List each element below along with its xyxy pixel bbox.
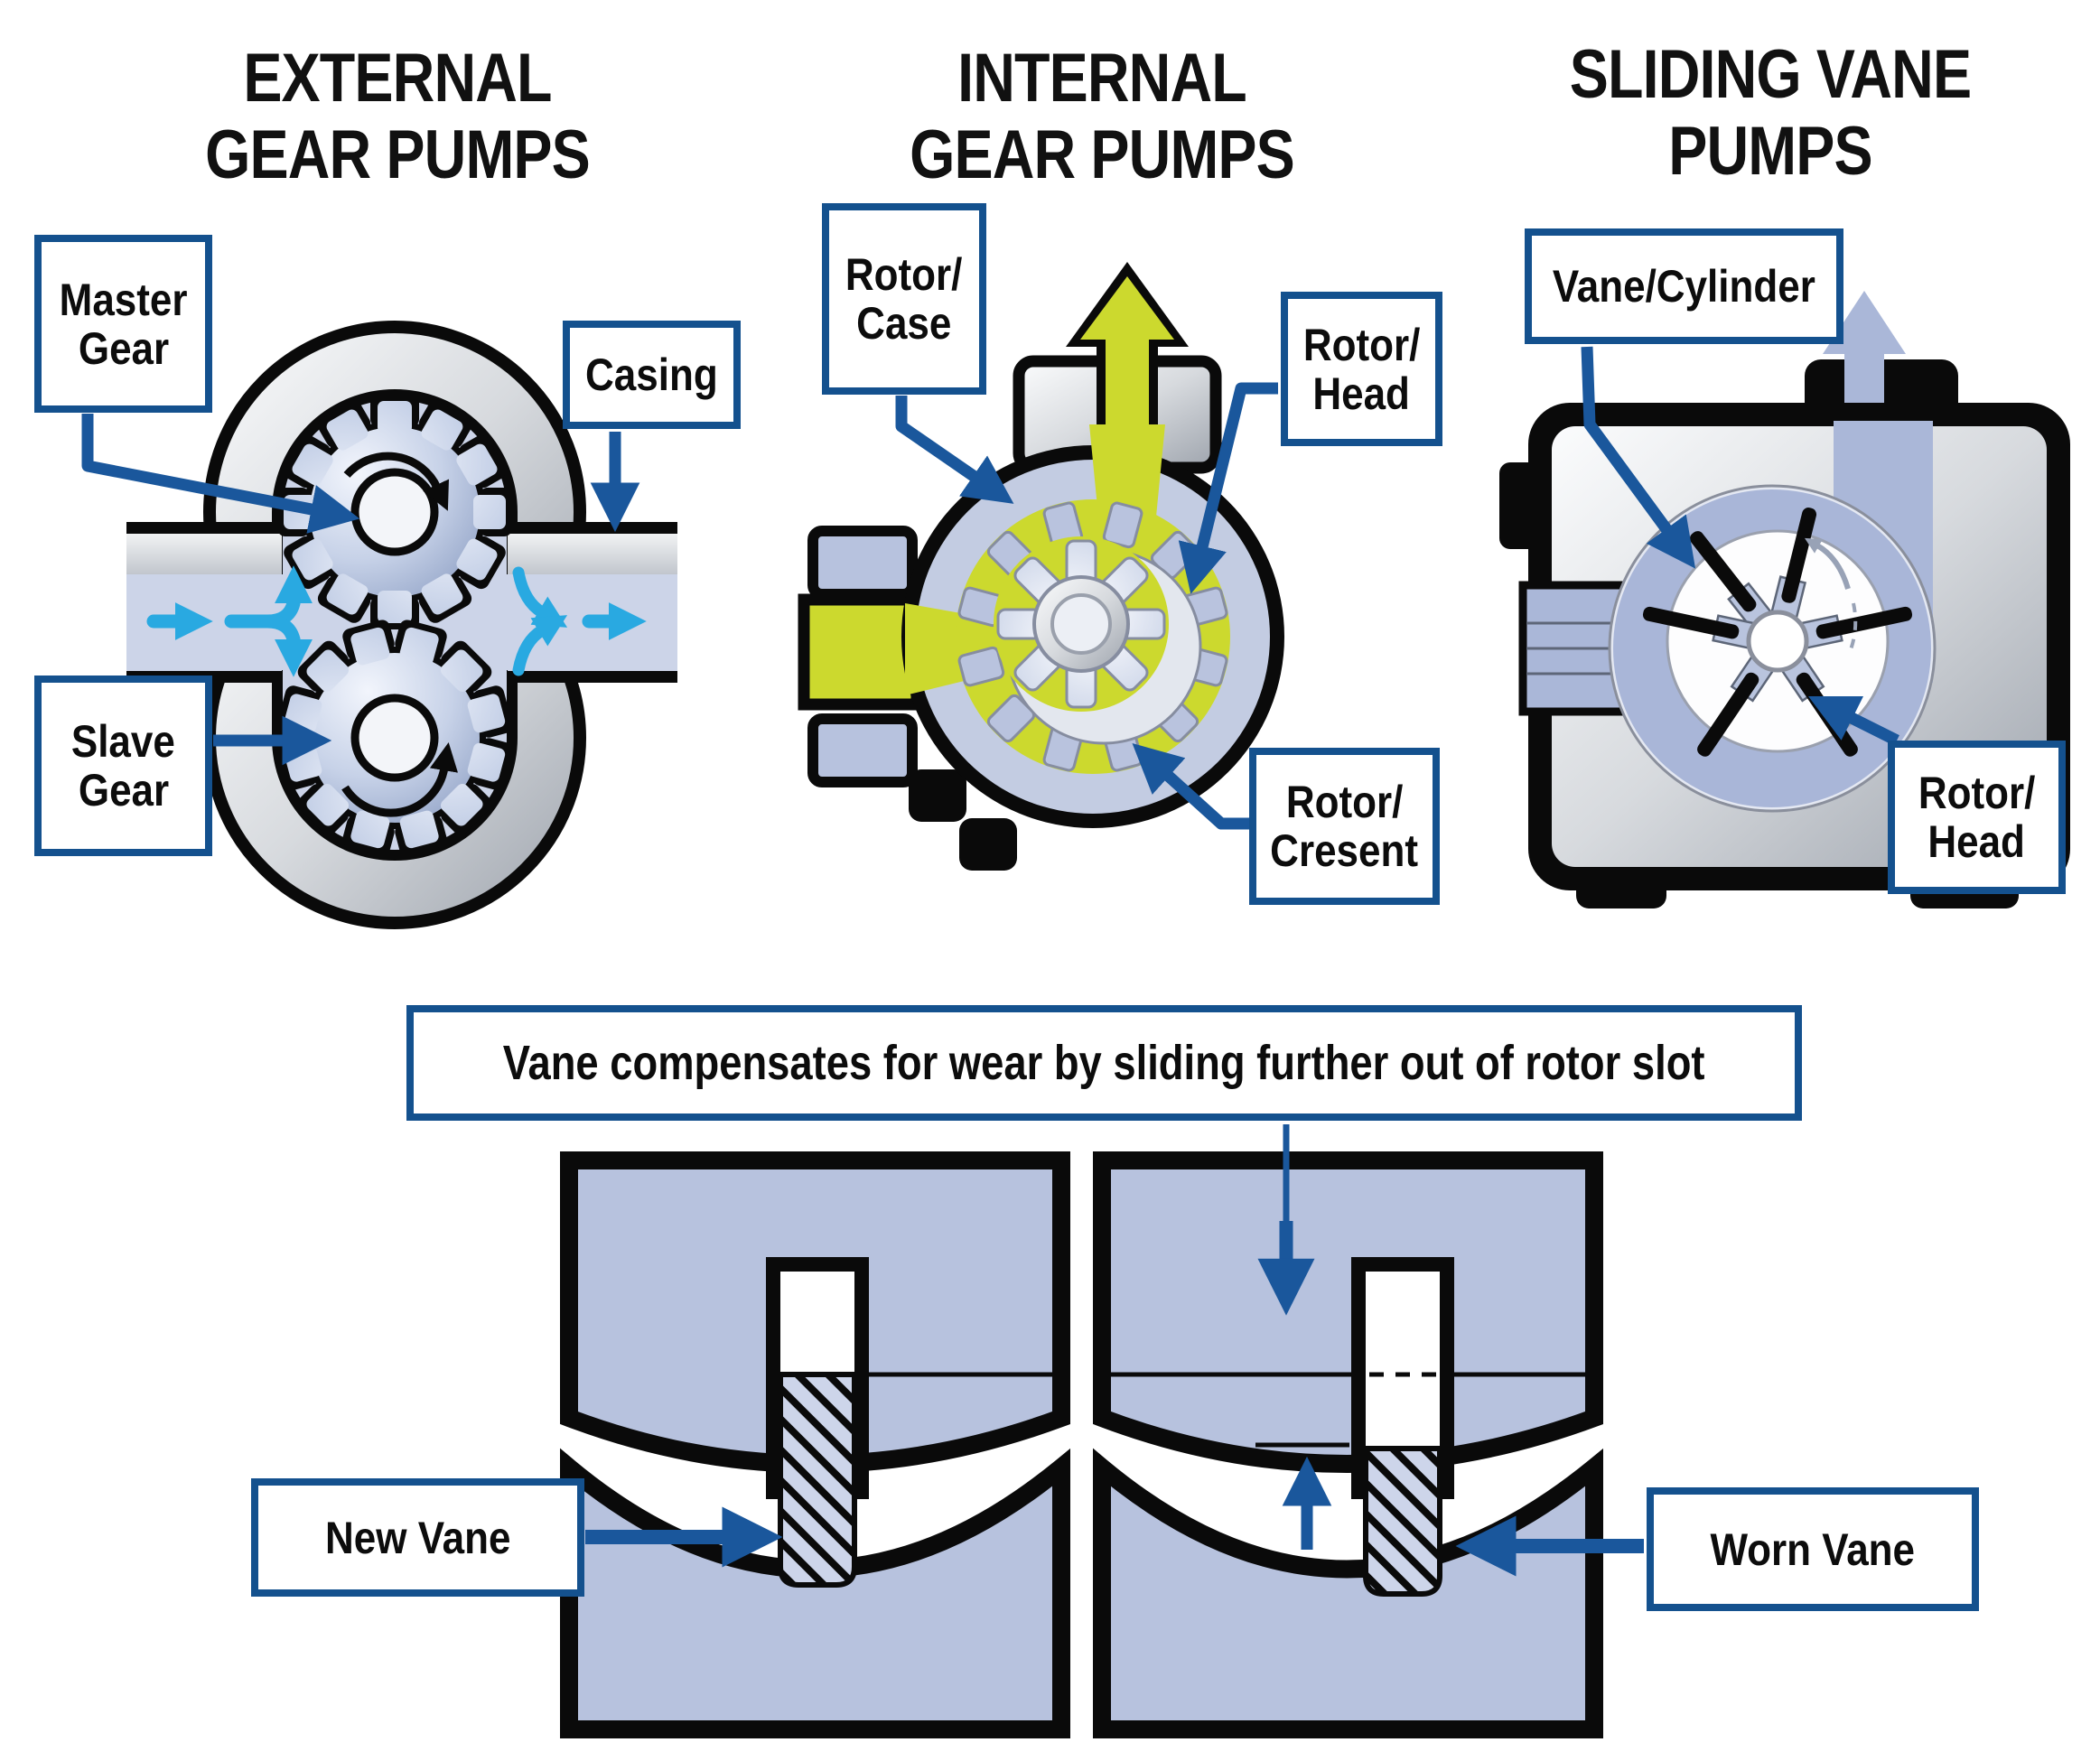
inlet-flange-bottom bbox=[807, 713, 918, 787]
title-line: EXTERNAL bbox=[243, 40, 552, 116]
label-box-slave-gear: Slave Gear bbox=[34, 676, 212, 856]
cylinder-wall-block bbox=[1093, 1448, 1603, 1738]
label-box-casing: Casing bbox=[563, 321, 741, 429]
master-gear-arrow-icon bbox=[81, 414, 360, 534]
rotor-shaft bbox=[1050, 593, 1112, 655]
label-box-rotor-case: Rotor/ Case bbox=[822, 203, 986, 395]
label-text: Head bbox=[1312, 368, 1411, 419]
label-text: Rotor/ bbox=[1918, 768, 2036, 818]
flow-merge-bottom-icon bbox=[512, 615, 568, 676]
label-text: Slave bbox=[70, 716, 175, 767]
master-gear-wheel bbox=[277, 395, 512, 629]
label-box-compensation-note: Vane compensates for wear by sliding fur… bbox=[406, 1005, 1802, 1121]
label-box-worn-vane: Worn Vane bbox=[1647, 1487, 1979, 1611]
callout-arrows bbox=[81, 346, 1899, 1577]
vane-wear-diagrams bbox=[560, 1151, 1603, 1738]
label-text: Case bbox=[856, 298, 952, 349]
vane-icon bbox=[1689, 531, 1757, 612]
label-box-new-vane: New Vane bbox=[251, 1478, 584, 1597]
rotor-block bbox=[1093, 1151, 1603, 1473]
flow-arrows bbox=[146, 565, 647, 677]
title-external-gear-pumps: EXTERNAL GEAR PUMPS bbox=[126, 40, 668, 193]
title-sliding-vane-pumps: SLIDING VANE PUMPS bbox=[1499, 36, 2041, 190]
worn-vane-diagram bbox=[1093, 1151, 1603, 1738]
new-vane-diagram bbox=[560, 1151, 1070, 1738]
new-vane-shape bbox=[778, 1372, 857, 1588]
rotation-arrow-ccw-icon bbox=[1805, 537, 1851, 590]
label-box-vane-cylinder: Vane/Cylinder bbox=[1525, 228, 1843, 344]
label-text: Vane/Cylinder bbox=[1552, 261, 1816, 312]
label-text: Rotor/ bbox=[845, 249, 963, 300]
vane-cylinder-arrow-icon bbox=[1581, 346, 1696, 569]
label-box-master-gear: Master Gear bbox=[34, 235, 212, 413]
discharge-up-arrow-icon bbox=[1080, 276, 1174, 470]
title-line: PUMPS bbox=[1668, 113, 1872, 191]
label-text: Rotor/ bbox=[1285, 777, 1404, 827]
label-text: Cresent bbox=[1270, 825, 1419, 876]
label-text: Gear bbox=[78, 765, 169, 815]
note-text: Vane compensates for wear by sliding fur… bbox=[503, 1035, 1705, 1090]
rotor-head-internal-arrow-icon bbox=[1178, 382, 1278, 594]
label-text: New Vane bbox=[324, 1512, 511, 1563]
rotor-shaft bbox=[1746, 610, 1809, 673]
flow-split-down-icon bbox=[260, 614, 313, 677]
title-line: GEAR PUMPS bbox=[910, 116, 1295, 194]
flow-merge-top-icon bbox=[512, 566, 568, 628]
label-text: Gear bbox=[78, 322, 169, 374]
rotor-cresent-arrow-icon bbox=[1132, 743, 1254, 830]
rotor-case-arrow-icon bbox=[895, 396, 1014, 504]
label-box-rotor-head-vane: Rotor/ Head bbox=[1888, 741, 2066, 894]
label-text: Worn Vane bbox=[1710, 1523, 1916, 1575]
title-line: INTERNAL bbox=[957, 40, 1247, 116]
title-line: GEAR PUMPS bbox=[205, 116, 591, 194]
label-text: Casing bbox=[585, 349, 718, 400]
label-box-rotor-head-internal: Rotor/ Head bbox=[1281, 292, 1442, 446]
inlet-port bbox=[798, 593, 923, 711]
inlet-flange-top bbox=[807, 526, 918, 600]
label-box-rotor-cresent: Rotor/ Cresent bbox=[1249, 748, 1440, 905]
rotation-arrow-cw-icon bbox=[343, 452, 449, 511]
label-text: Head bbox=[1927, 816, 2026, 867]
title-line: SLIDING VANE bbox=[1569, 36, 1972, 113]
rotation-arrow-ccw-icon bbox=[341, 742, 459, 817]
discharge-up-arrow-icon bbox=[1823, 291, 1906, 417]
rotor-head-vane-arrow-icon bbox=[1808, 696, 1899, 746]
slave-gear-shaft bbox=[350, 694, 439, 782]
label-text: Master bbox=[59, 274, 188, 325]
title-internal-gear-pumps: INTERNAL GEAR PUMPS bbox=[831, 40, 1373, 193]
master-gear-shaft bbox=[350, 468, 439, 556]
label-text: Rotor/ bbox=[1302, 319, 1421, 370]
worn-vane-shape bbox=[1363, 1446, 1442, 1597]
